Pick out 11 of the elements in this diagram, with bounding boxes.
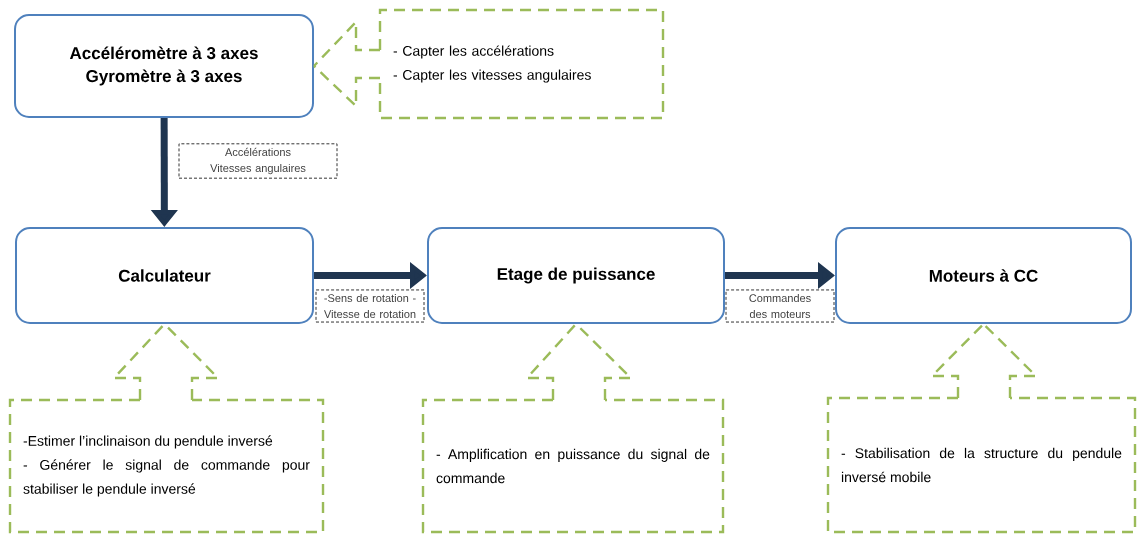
callout-box: - Stabilisation de la structure du pendule inversé mobile — [826, 396, 1137, 534]
process-box: Etage de puissance — [427, 227, 725, 324]
edge-label: -Sens de rotation - Vitesse de rotation — [315, 289, 425, 323]
process-box: Moteurs à CC — [835, 227, 1132, 324]
callout-box: - Capter les accélérations - Capter les vitesses angulaires — [378, 8, 665, 120]
callout-box: -Estimer l’inclinaison du pendule inversé - Générer le signal de commande pour stabiliser le pendule inversé — [8, 398, 325, 534]
edge-label: Accélérations Vitesses angulaires — [178, 143, 338, 179]
callout-box: - Amplification en puissance du signal de commande — [421, 398, 725, 534]
process-box: Calculateur — [15, 227, 314, 324]
edge-label: Commandes des moteurs — [725, 289, 835, 323]
process-box: Accéléromètre à 3 axes Gyromètre à 3 axes — [14, 14, 314, 118]
